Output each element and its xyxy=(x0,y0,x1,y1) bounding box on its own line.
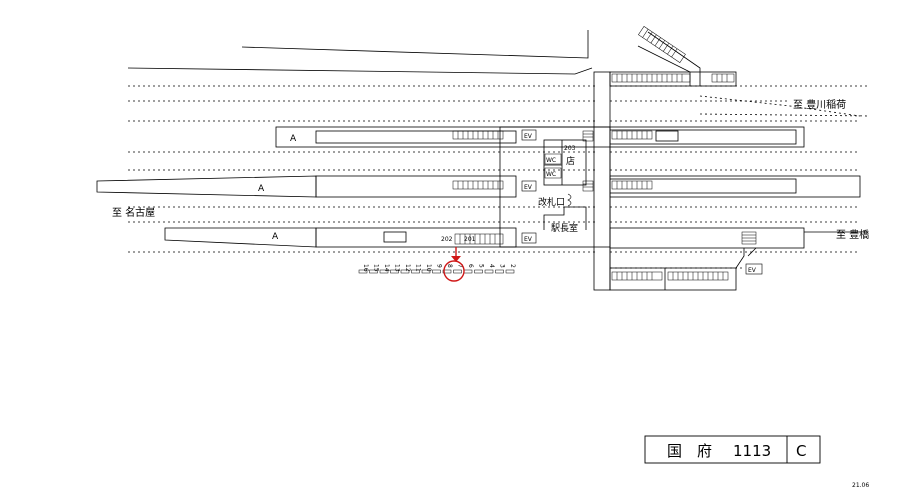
car-label-202: 202 xyxy=(441,236,453,243)
stop-marker: 10 xyxy=(421,264,432,274)
stairs-p2-left xyxy=(452,180,504,190)
stop-marker-number: 8 xyxy=(446,264,453,268)
ticket-gate-label: 改札口 xyxy=(538,196,565,208)
stop-marker: 2 xyxy=(505,264,516,274)
stop-marker-number: 7 xyxy=(457,264,464,268)
stop-marker-plate xyxy=(421,269,431,274)
stop-marker: 7 xyxy=(453,264,464,274)
stop-marker: 11 xyxy=(411,264,422,274)
stop-marker-number: 5 xyxy=(478,264,485,268)
stop-marker: 15 xyxy=(369,264,380,274)
stop-marker-plate xyxy=(495,269,504,274)
platform-3-mark: A xyxy=(272,232,279,242)
station-code: 1113 xyxy=(733,442,771,460)
stop-marker-plate xyxy=(474,269,483,274)
destination-toyohashi: 至 豊橋 xyxy=(836,228,869,241)
title-box: 国 府 1113 C xyxy=(644,435,821,464)
car-label-203: 203 xyxy=(564,145,576,152)
highlight-indicator xyxy=(443,247,465,282)
shop-label: 店 xyxy=(566,155,575,167)
concourse xyxy=(499,71,611,291)
wc-label-1: WC xyxy=(546,157,556,164)
stop-marker-plate xyxy=(432,269,441,274)
destination-nagoya: 至 名古屋 xyxy=(112,206,155,219)
ev-label-p1: EV xyxy=(524,133,533,140)
station-letter: C xyxy=(796,442,806,460)
stop-marker-number: 11 xyxy=(415,264,422,272)
stop-marker: 4 xyxy=(484,264,495,274)
stop-marker: 14 xyxy=(379,264,390,274)
branch-tracks xyxy=(699,95,871,117)
stop-marker-number: 3 xyxy=(499,264,506,268)
stop-marker-number: 14 xyxy=(383,264,390,272)
stop-marker-number: 15 xyxy=(373,264,380,272)
stairs-p1-center xyxy=(582,130,594,142)
stop-marker: 3 xyxy=(495,264,506,274)
stop-marker: 8 xyxy=(442,264,453,274)
stop-marker-plate xyxy=(379,269,389,274)
stop-marker: 13 xyxy=(390,264,401,274)
stop-marker-plate xyxy=(484,269,494,274)
stop-marker: 6 xyxy=(463,264,474,274)
stop-marker-plate xyxy=(442,269,452,274)
ev-box-p3 xyxy=(521,232,537,244)
ev-label-p2: EV xyxy=(524,184,533,191)
platform-2-mark: A xyxy=(258,184,265,194)
highlight-arrow-head xyxy=(451,256,461,262)
stop-marker-plate xyxy=(411,269,420,274)
stop-marker-plate xyxy=(505,269,515,274)
stairs-p3-left xyxy=(454,233,504,245)
stop-marker-number: 2 xyxy=(509,264,516,268)
track-lines xyxy=(128,85,870,269)
stop-marker-number: 16 xyxy=(362,264,369,272)
ev-box-p2 xyxy=(521,180,537,192)
stop-marker-number: 9 xyxy=(436,264,443,268)
stop-marker-plate xyxy=(390,269,399,274)
stairs-p3-right xyxy=(741,231,757,245)
stop-marker: 16 xyxy=(358,264,369,274)
upper-boundary xyxy=(127,30,593,75)
stop-marker-plate xyxy=(453,269,462,274)
upper-walkway xyxy=(609,26,737,87)
platform-3 xyxy=(164,227,805,249)
stairs-p2-center xyxy=(582,180,594,192)
platform-1 xyxy=(275,126,805,148)
destination-toyokawa-inari: 至 豊川稲荷 xyxy=(793,98,846,111)
ev-box-lower xyxy=(745,263,763,275)
stop-marker-plate xyxy=(400,269,410,274)
station-name: 国 府 xyxy=(667,442,712,460)
wc-label-2: WC xyxy=(546,171,556,178)
ev-box-p1 xyxy=(521,129,537,141)
gate-symbol xyxy=(567,193,572,207)
stairs-p1-right xyxy=(611,130,653,140)
lower-walkway xyxy=(609,231,862,291)
stop-marker-number: 10 xyxy=(425,264,432,272)
stop-marker-plate xyxy=(369,269,378,274)
stop-marker-number: 12 xyxy=(404,264,411,272)
stop-marker-number: 13 xyxy=(394,264,401,272)
stop-marker: 12 xyxy=(400,264,411,274)
highlight-circle xyxy=(443,260,465,282)
ev-label-p3: EV xyxy=(524,236,533,243)
stop-marker-plate xyxy=(463,269,473,274)
stop-marker: 9 xyxy=(432,264,443,274)
ev-label-lower: EV xyxy=(748,267,757,274)
station-master-label: 駅長室 xyxy=(551,222,578,234)
platform-2 xyxy=(96,175,861,198)
car-label-201: 201 xyxy=(464,236,476,243)
stairs-p1-left xyxy=(452,130,504,140)
wc-box-1 xyxy=(544,153,562,165)
revision-label: 21.06 xyxy=(852,482,869,489)
stop-marker-plate xyxy=(358,269,368,274)
stop-marker-number: 6 xyxy=(467,264,474,268)
platform-1-mark: A xyxy=(290,134,297,144)
wc-box-2 xyxy=(544,167,562,179)
stop-marker: 5 xyxy=(474,264,485,274)
stop-marker-number: 4 xyxy=(488,264,495,268)
stairs-p2-right xyxy=(611,180,653,190)
